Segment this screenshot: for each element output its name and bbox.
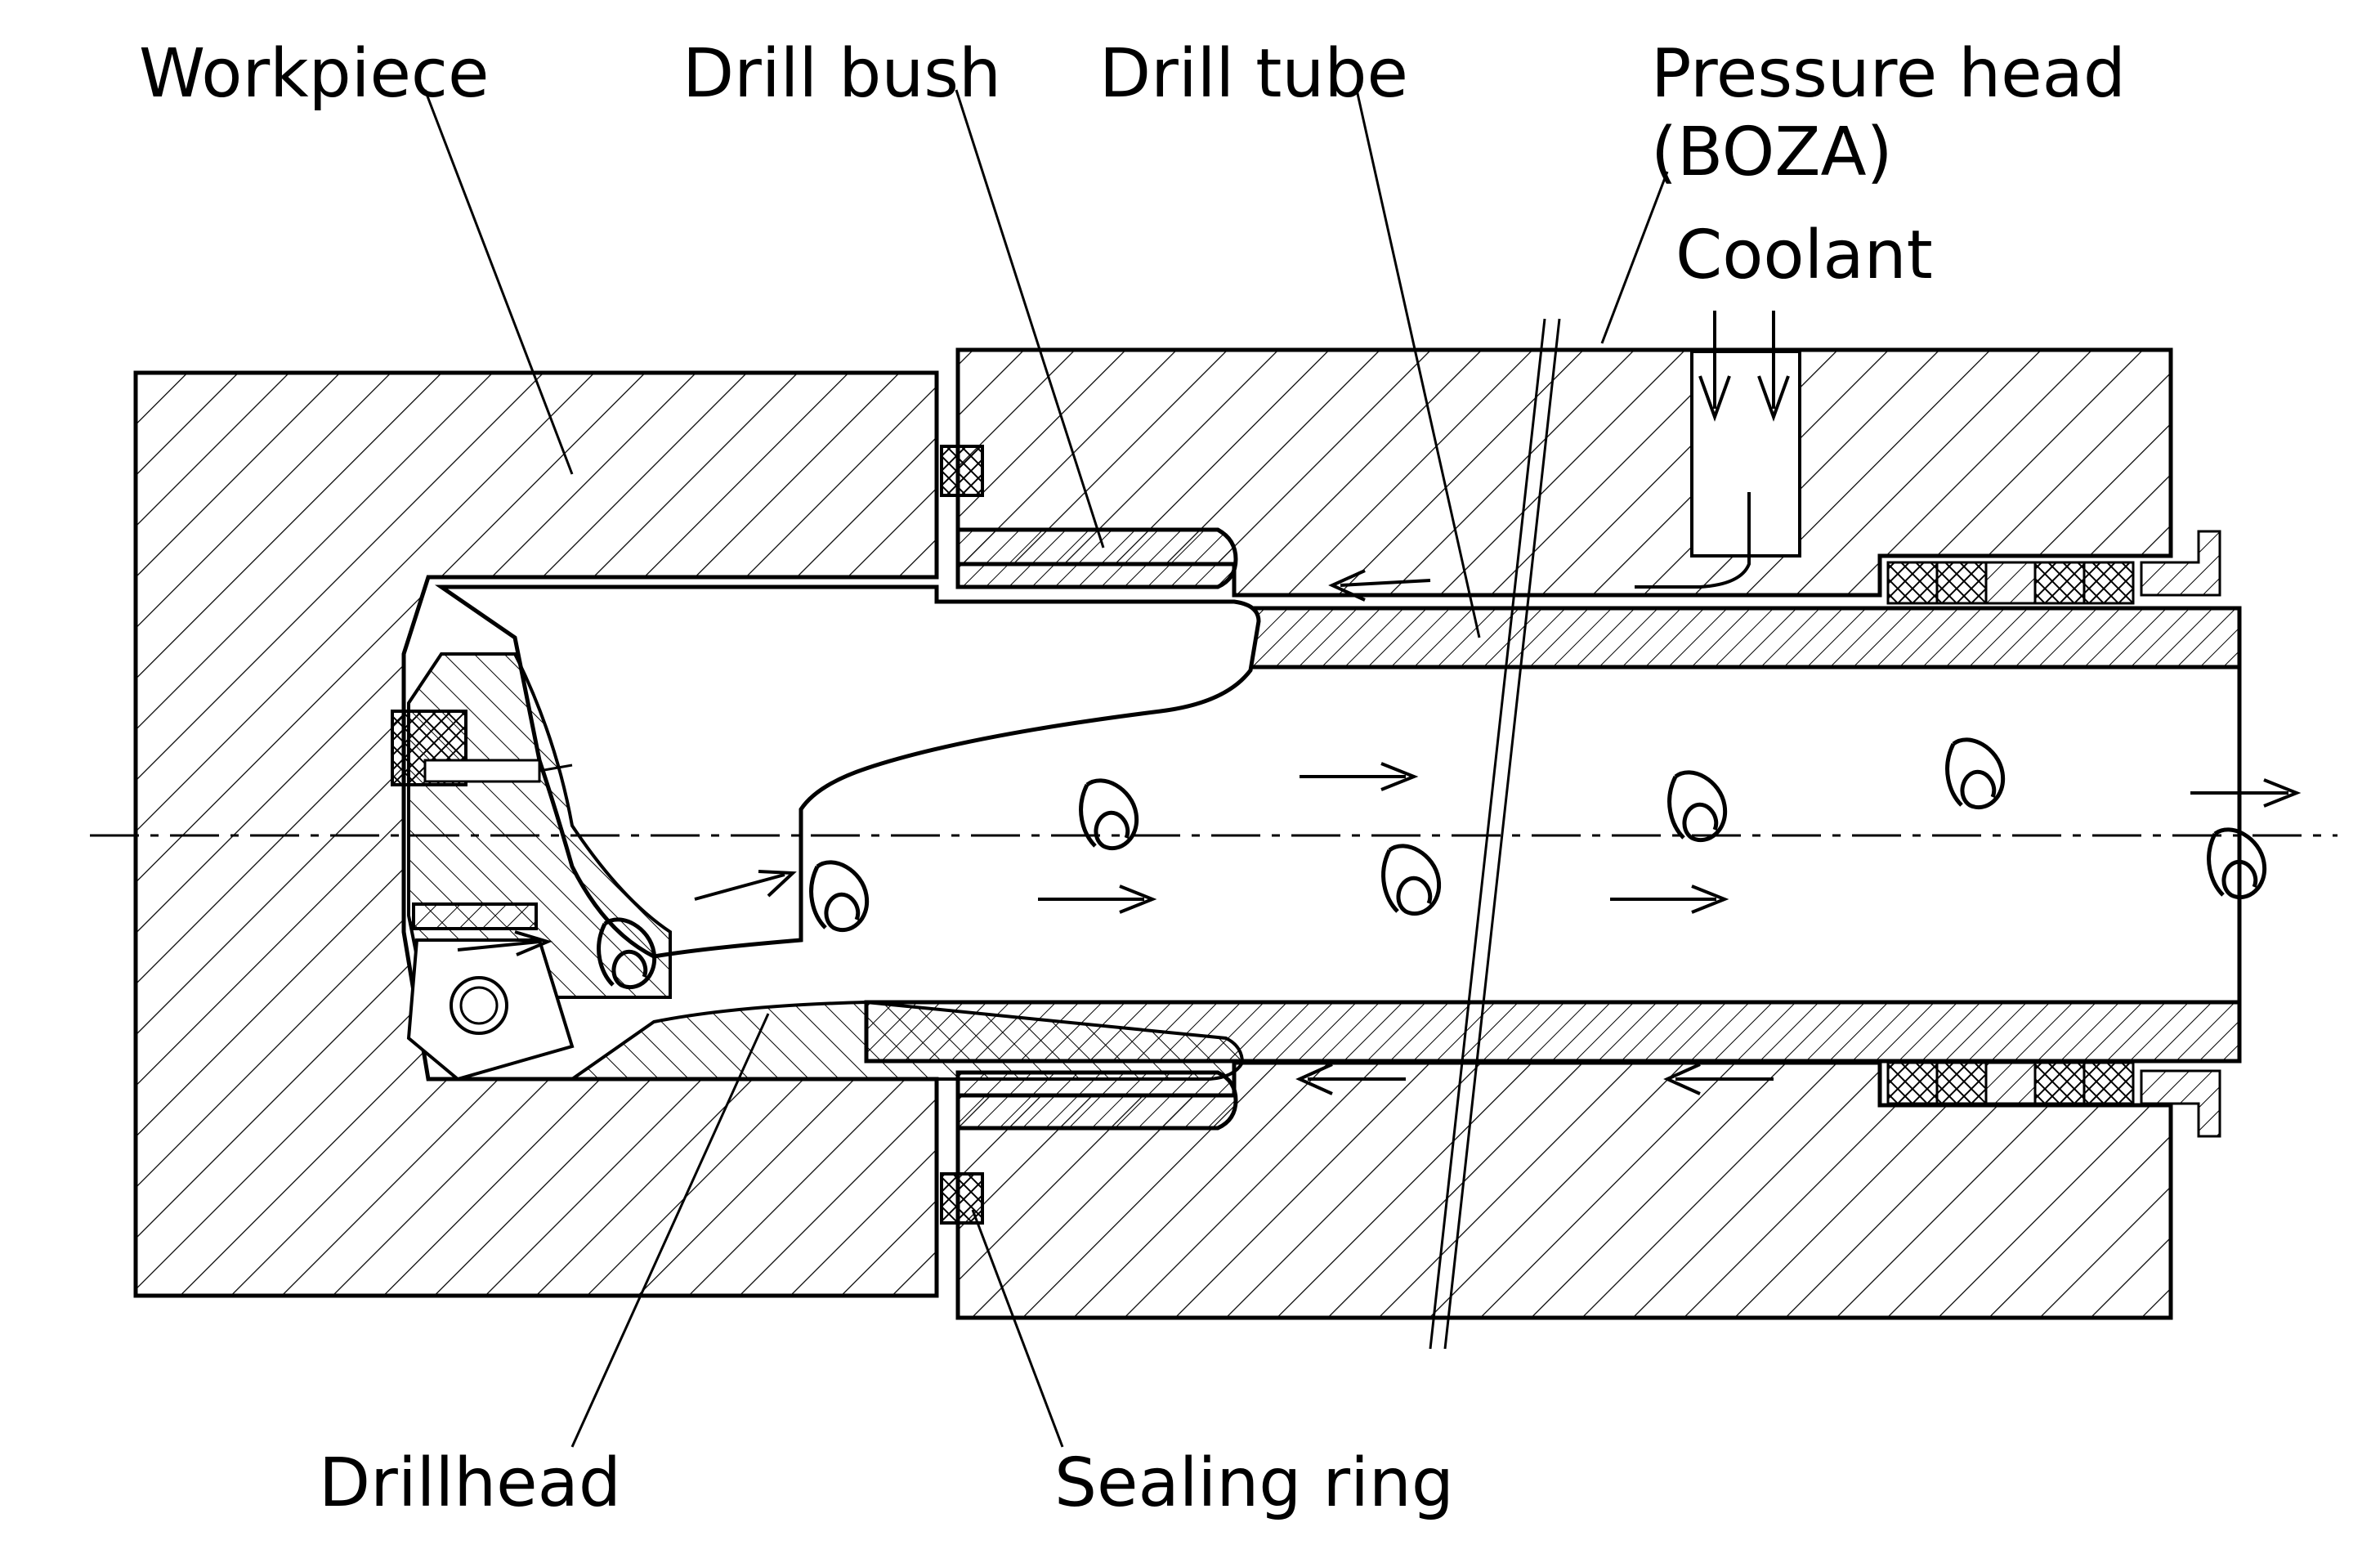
label-workpiece: Workpiece — [139, 35, 489, 113]
label-drillhead: Drillhead — [319, 1444, 621, 1522]
sealing-ring-upper — [940, 445, 984, 497]
drill-tube-upper-wall — [1248, 606, 2242, 670]
label-sealing-ring: Sealing ring — [1054, 1444, 1454, 1522]
drill-bush-upper — [955, 527, 1238, 589]
packing-lower — [1886, 1061, 2221, 1138]
packing-upper — [1886, 530, 2221, 605]
label-pressure-head: Pressure head — [1651, 35, 2126, 113]
leader-lines — [423, 89, 1669, 1448]
coolant-inlet-channel — [1690, 350, 1801, 558]
drillhead-body — [391, 584, 1261, 1082]
break-line-1 — [1429, 318, 1546, 1350]
label-drill-tube: Drill tube — [1099, 35, 1408, 113]
label-coolant: Coolant — [1675, 217, 1933, 294]
label-drill-bush: Drill bush — [682, 35, 1001, 113]
sealing-ring-lower — [940, 1172, 984, 1225]
break-line-2 — [1443, 318, 1561, 1350]
drill-bush-lower — [955, 1070, 1238, 1131]
workpiece-body — [133, 370, 939, 1298]
coolant-arrows — [457, 311, 2302, 1095]
label-pressure-head-boza: (BOZA) — [1651, 114, 1893, 191]
